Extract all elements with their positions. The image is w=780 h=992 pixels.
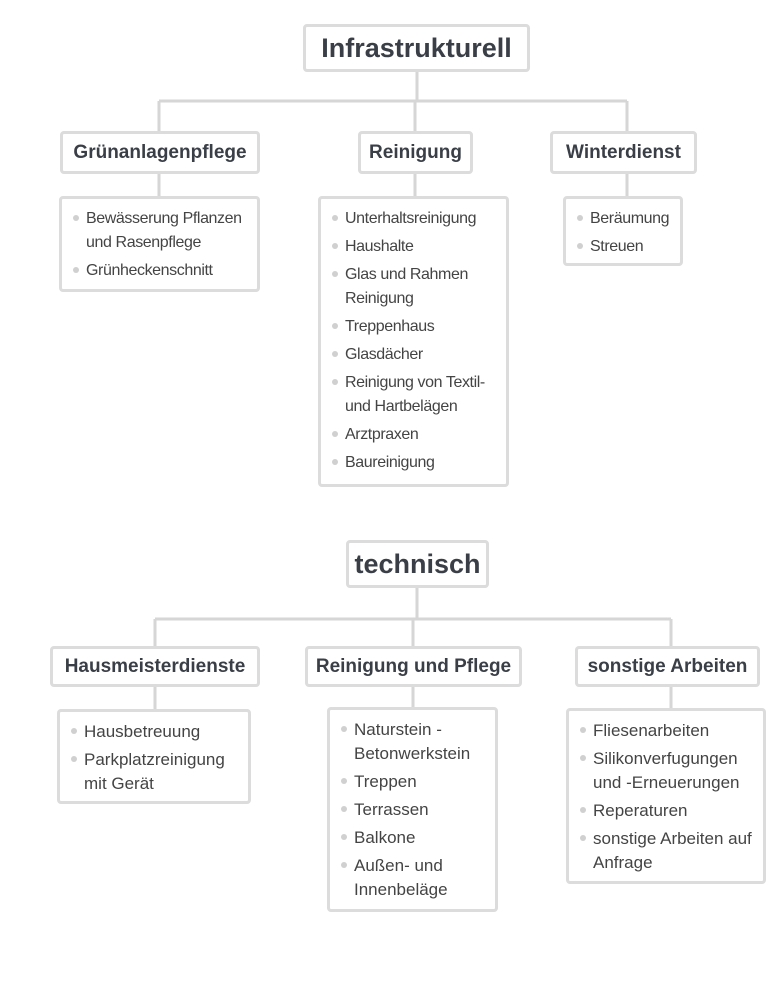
- items-winterdienst: Beräumung Streuen: [563, 196, 683, 266]
- list-item: Treppen: [340, 770, 489, 794]
- list-item: Treppenhaus: [331, 315, 500, 339]
- list-item: Beräumung: [576, 207, 674, 231]
- list-item: Reperaturen: [579, 799, 757, 823]
- root-node-technisch: technisch: [346, 540, 489, 588]
- root-node-infrastrukturell: Infrastrukturell: [303, 24, 530, 72]
- category-sonstige-arbeiten: sonstige Arbeiten: [575, 646, 760, 687]
- list-item: Unterhaltsreinigung: [331, 207, 500, 231]
- list-item: Haushalte: [331, 235, 500, 259]
- list-item: Streuen: [576, 235, 674, 259]
- list-item: Balkone: [340, 826, 489, 850]
- items-hausmeisterdienste: Hausbetreuung Parkplatzreinigung mit Ger…: [57, 709, 251, 804]
- list-item: Parkplatzreinigung mit Gerät: [70, 748, 242, 796]
- list-item: Fliesenarbeiten: [579, 719, 757, 743]
- list-item: sonstige Arbeiten auf Anfrage: [579, 827, 757, 875]
- items-sonstige-arbeiten: Fliesenarbeiten Silikonverfugungen und -…: [566, 708, 766, 884]
- list-item: Glas und Rahmen Reinigung: [331, 263, 500, 311]
- list-item: Bewässerung Pflanzen und Rasenpflege: [72, 207, 251, 255]
- category-gruenanlagenpflege: Grünanlagenpflege: [60, 131, 260, 174]
- list-item: Grünheckenschnitt: [72, 259, 251, 283]
- category-reinigung-und-pflege: Reinigung und Pflege: [305, 646, 522, 687]
- list-item: Terrassen: [340, 798, 489, 822]
- list-item: Reinigung von Textil- und Hartbelägen: [331, 371, 500, 419]
- category-hausmeisterdienste: Hausmeisterdienste: [50, 646, 260, 687]
- list-item: Baureinigung: [331, 451, 500, 475]
- list-item: Glasdächer: [331, 343, 500, 367]
- list-item: Silikonverfugungen und -Erneuerungen: [579, 747, 757, 795]
- category-winterdienst: Winterdienst: [550, 131, 697, 174]
- items-reinigung: Unterhaltsreinigung Haushalte Glas und R…: [318, 196, 509, 487]
- list-item: Außen- und Innenbeläge: [340, 854, 489, 902]
- list-item: Arztpraxen: [331, 423, 500, 447]
- items-gruenanlagenpflege: Bewässerung Pflanzen und Rasenpflege Grü…: [59, 196, 260, 292]
- category-reinigung: Reinigung: [358, 131, 473, 174]
- items-reinigung-und-pflege: Naturstein - Betonwerkstein Treppen Terr…: [327, 707, 498, 912]
- list-item: Hausbetreuung: [70, 720, 242, 744]
- list-item: Naturstein - Betonwerkstein: [340, 718, 489, 766]
